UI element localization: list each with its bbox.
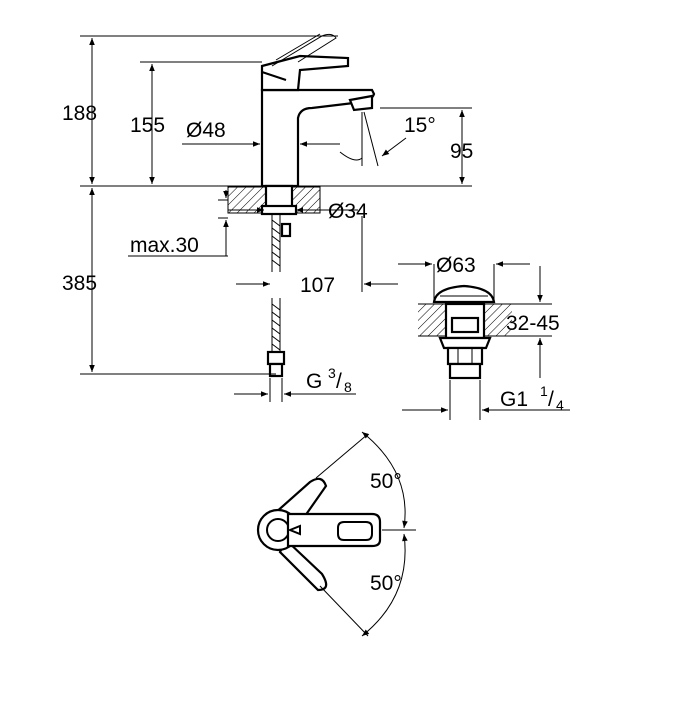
spout-aerator bbox=[348, 94, 374, 112]
dim-lever-angle-right: 50° bbox=[370, 572, 402, 595]
spout-top bbox=[286, 512, 382, 548]
hose-braid-upper bbox=[271, 219, 281, 267]
waste-dimensions: Ø63 32-45 G1 1 / 4 bbox=[398, 254, 570, 420]
waste-hex bbox=[446, 346, 484, 366]
lever-handle bbox=[260, 54, 350, 92]
dim-waste-thread-g: G1 bbox=[500, 388, 528, 411]
dim-spout-height: 155 bbox=[130, 114, 165, 137]
top-dimensions: 50° 50° bbox=[315, 431, 416, 637]
lever-detail bbox=[261, 71, 287, 81]
dim-body-diameter: Ø48 bbox=[186, 119, 226, 142]
hose-braid-lower bbox=[271, 303, 281, 351]
lever-pivot bbox=[287, 524, 301, 536]
lever-raised-detail bbox=[275, 33, 321, 61]
fraction-slash: / bbox=[336, 370, 342, 393]
dim-spout-angle: 15° bbox=[404, 114, 436, 137]
dim-deck-thickness: max.30 bbox=[130, 234, 199, 257]
waste-nut bbox=[438, 336, 492, 350]
hose-thread bbox=[268, 362, 284, 378]
hose-fitting-small bbox=[280, 222, 292, 238]
dim-hose-connection-g: G bbox=[306, 370, 322, 393]
hose-fitting bbox=[266, 350, 286, 366]
dim-waste-thickness: 32-45 bbox=[506, 312, 560, 335]
faucet-top-view bbox=[256, 477, 382, 592]
waste-slot bbox=[450, 316, 480, 334]
dim-hose-length: 385 bbox=[62, 272, 97, 295]
waste-thread bbox=[448, 362, 482, 380]
mounting-base bbox=[264, 184, 294, 210]
dim-reach: 107 bbox=[300, 274, 335, 297]
side-dimensions: 188 155 Ø48 15° 95 Ø34 max.30 bbox=[62, 35, 473, 402]
waste-valve bbox=[418, 284, 512, 380]
waste-cap bbox=[432, 284, 496, 304]
dim-waste-thread-den: 4 bbox=[556, 397, 564, 413]
dim-waste-diameter: Ø63 bbox=[436, 254, 476, 277]
lever-rotated-down bbox=[278, 538, 328, 592]
fraction-slash-waste: / bbox=[548, 388, 554, 411]
mounting-nut bbox=[260, 204, 298, 216]
faucet-side-view bbox=[80, 33, 472, 378]
dim-waste-thread-num: 1 bbox=[540, 383, 548, 399]
dim-lever-angle-left: 50° bbox=[370, 470, 402, 493]
dim-overall-height: 188 bbox=[62, 102, 97, 125]
dim-outlet-height: 95 bbox=[450, 140, 473, 163]
dim-hose-connection-den: 8 bbox=[344, 379, 352, 395]
dim-base-diameter: Ø34 bbox=[328, 200, 368, 223]
hose-upper bbox=[271, 214, 281, 272]
dim-hose-connection-num: 3 bbox=[328, 365, 336, 381]
